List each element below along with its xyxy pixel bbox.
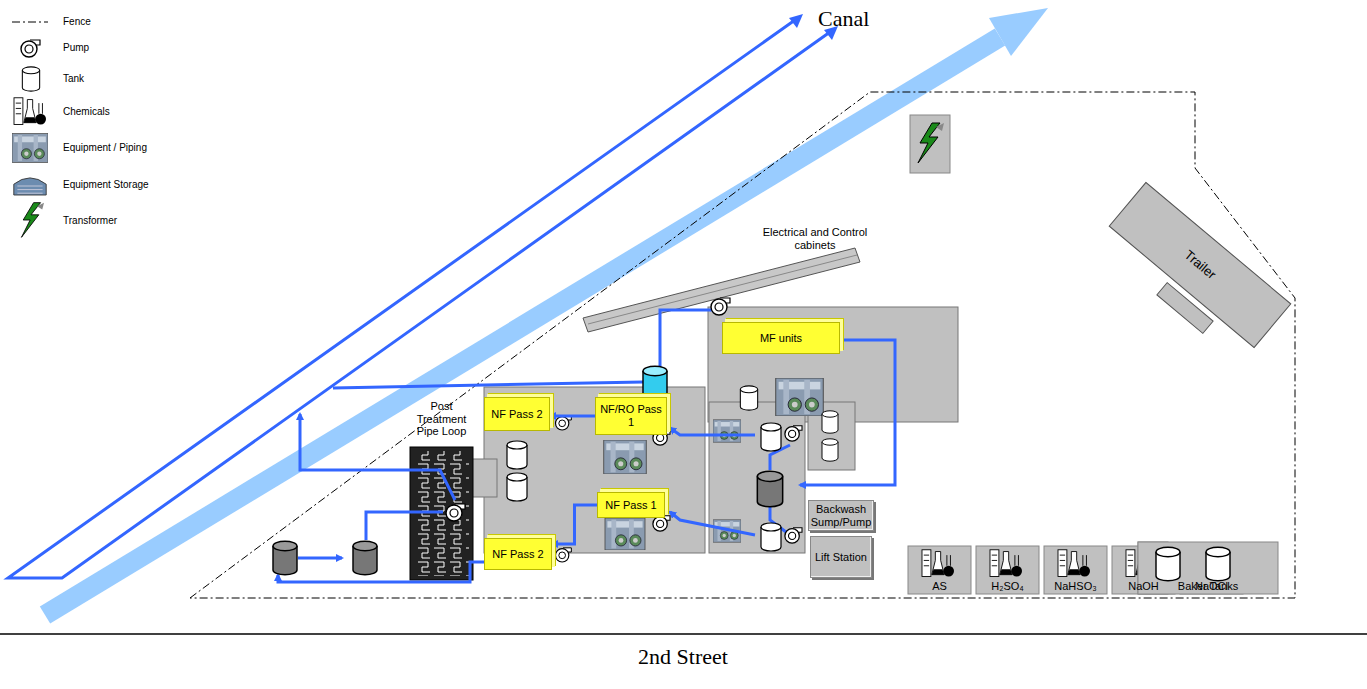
node-text: NF Pass 1 (605, 499, 656, 512)
legend-text: Chemicals (63, 106, 110, 117)
node-text: Electrical and Control cabinets (757, 226, 873, 251)
node-text: Post Treatment Pipe Loop (407, 400, 476, 438)
node-text: NF Pass 2 (492, 548, 543, 561)
process-box: NF/RO Pass 1 (595, 397, 667, 435)
legend-text: Fence (63, 16, 91, 27)
legend-text: Equipment / Piping (63, 142, 147, 153)
process-box: NF Pass 2 (484, 397, 550, 431)
legend-text: Pump (63, 42, 89, 53)
node-text: NF Pass 2 (491, 408, 542, 421)
legend-text: Transformer (63, 215, 117, 226)
legend-text: Tank (63, 73, 84, 84)
pipe-connector (550, 415, 595, 418)
waterway-label: Canal (818, 6, 869, 32)
node-text: NF/RO Pass 1 (596, 403, 666, 428)
node-text: Trailer (1181, 248, 1218, 283)
chemical-box: NaHSO₃ (1044, 546, 1107, 594)
node-text: MF units (760, 332, 802, 345)
sump-box: Backwash Sump/Pump (808, 500, 875, 531)
pipe-connector (552, 505, 597, 544)
pipe-loop: Post Treatment Pipe Loop (407, 400, 476, 446)
node-text: AS (932, 580, 947, 593)
legend-text: Equipment Storage (63, 179, 149, 190)
cabinet-label: Electrical and Control cabinets (757, 224, 873, 254)
node-text: Baker Tanks (1178, 580, 1238, 593)
street-label: 2nd Street (638, 644, 728, 670)
lift-station-box: Lift Station (810, 536, 872, 578)
process-box: NF Pass 1 (597, 492, 665, 518)
node-text: Lift Station (815, 551, 867, 564)
chemical-box: AS (908, 546, 971, 594)
chemical-box: H₂SO₄ (976, 546, 1039, 594)
process-box: NF Pass 2 (484, 538, 552, 570)
node-text: Backwash Sump/Pump (809, 503, 874, 528)
tank-box: Baker Tanks (1138, 542, 1278, 594)
chemical-box: NaOH (1112, 546, 1175, 594)
node-text: H₂SO₄ (991, 580, 1024, 593)
node-text: NaHSO₃ (1054, 580, 1096, 593)
node-text: NaOH (1128, 580, 1159, 593)
process-box: MF units (722, 322, 840, 354)
